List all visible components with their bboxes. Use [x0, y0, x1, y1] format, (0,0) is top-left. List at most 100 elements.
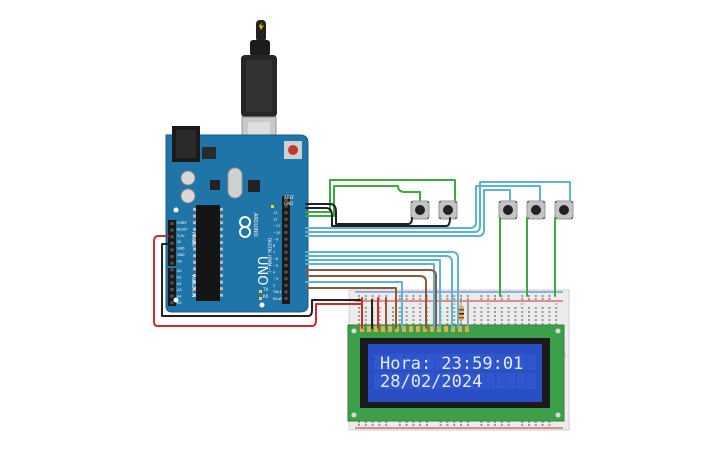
header-hole[interactable] [170, 288, 174, 291]
breadboard-hole[interactable] [446, 319, 449, 321]
breadboard-hole[interactable] [364, 323, 367, 325]
rail-hole[interactable] [439, 421, 442, 423]
header-hole[interactable] [170, 222, 174, 225]
rail-hole[interactable] [487, 295, 490, 297]
breadboard-hole[interactable] [500, 319, 503, 321]
wire-black-btn2-gnd[interactable] [305, 207, 451, 227]
header-hole[interactable] [170, 241, 174, 245]
breadboard-hole[interactable] [555, 311, 558, 313]
header-hole[interactable] [170, 235, 174, 239]
header-hole[interactable] [284, 211, 288, 215]
breadboard-hole[interactable] [507, 315, 510, 317]
rail-hole[interactable] [460, 298, 462, 300]
breadboard-hole[interactable] [473, 323, 476, 325]
rail-hole[interactable] [480, 295, 483, 297]
rail-hole[interactable] [521, 424, 524, 426]
breadboard-hole[interactable] [392, 311, 394, 313]
breadboard-hole[interactable] [528, 307, 530, 309]
push-button-cap[interactable] [415, 205, 425, 215]
breadboard-hole[interactable] [405, 315, 408, 317]
rail-hole[interactable] [364, 298, 367, 300]
breadboard-hole[interactable] [541, 315, 544, 317]
breadboard-hole[interactable] [500, 307, 503, 309]
breadboard-hole[interactable] [405, 307, 408, 309]
rail-hole[interactable] [466, 298, 469, 300]
rail-hole[interactable] [398, 421, 401, 423]
breadboard-hole[interactable] [446, 323, 449, 325]
breadboard-hole[interactable] [480, 311, 483, 313]
lcd-pin[interactable] [374, 326, 378, 332]
rail-hole[interactable] [412, 295, 415, 297]
wire-cyan-lcd-d4[interactable] [305, 263, 435, 329]
wire-brown-lcd-en[interactable] [305, 269, 437, 329]
header-hole[interactable] [284, 224, 288, 228]
push-button-4[interactable] [526, 200, 546, 220]
breadboard-hole[interactable] [453, 323, 456, 325]
rail-hole[interactable] [487, 424, 490, 426]
breadboard-hole[interactable] [405, 319, 408, 321]
rail-hole[interactable] [412, 421, 415, 423]
rail-hole[interactable] [480, 421, 483, 423]
breadboard-hole[interactable] [473, 319, 476, 321]
wire-cyan-lcd-d7[interactable] [305, 251, 459, 329]
breadboard-hole[interactable] [494, 319, 496, 321]
push-button-cap[interactable] [531, 205, 541, 215]
breadboard-hole[interactable] [494, 307, 496, 309]
breadboard-hole[interactable] [419, 307, 422, 309]
breadboard-hole[interactable] [480, 307, 483, 309]
rail-hole[interactable] [460, 424, 462, 426]
breadboard-hole[interactable] [507, 307, 510, 309]
breadboard-hole[interactable] [521, 319, 524, 321]
rail-hole[interactable] [364, 424, 367, 426]
breadboard-hole[interactable] [548, 323, 551, 325]
rail-hole[interactable] [460, 295, 462, 297]
rail-hole[interactable] [500, 298, 503, 300]
breadboard-hole[interactable] [480, 315, 483, 317]
rail-hole[interactable] [548, 298, 551, 300]
breadboard-hole[interactable] [364, 319, 367, 321]
breadboard-hole[interactable] [378, 311, 381, 313]
rail-hole[interactable] [378, 424, 381, 426]
breadboard-hole[interactable] [358, 323, 360, 325]
breadboard-hole[interactable] [473, 311, 476, 313]
header-hole[interactable] [284, 290, 288, 294]
breadboard-hole[interactable] [378, 315, 381, 317]
breadboard-hole[interactable] [528, 323, 530, 325]
lcd-pin[interactable] [451, 326, 455, 332]
rail-hole[interactable] [358, 295, 360, 297]
breadboard-hole[interactable] [500, 311, 503, 313]
header-hole[interactable] [284, 198, 288, 201]
header-hole[interactable] [284, 250, 288, 254]
wire-cyan-lcd-d6[interactable] [305, 255, 453, 329]
lcd-pin[interactable] [423, 326, 427, 332]
header-hole[interactable] [170, 274, 174, 278]
rail-hole[interactable] [371, 424, 374, 426]
breadboard-hole[interactable] [453, 319, 456, 321]
push-button-cap[interactable] [503, 205, 513, 215]
breadboard-hole[interactable] [521, 323, 524, 325]
header-hole[interactable] [170, 294, 174, 298]
header-hole[interactable] [170, 281, 174, 285]
breadboard-hole[interactable] [358, 311, 360, 313]
header-hole[interactable] [170, 261, 174, 265]
rail-hole[interactable] [412, 424, 415, 426]
breadboard-hole[interactable] [446, 315, 449, 317]
breadboard-hole[interactable] [446, 311, 449, 313]
breadboard-hole[interactable] [453, 307, 456, 309]
lcd-pin[interactable] [381, 326, 385, 332]
breadboard-hole[interactable] [494, 323, 496, 325]
wire-cyan-btn3[interactable] [305, 189, 511, 237]
rail-hole[interactable] [419, 421, 422, 423]
breadboard-hole[interactable] [487, 307, 490, 309]
breadboard-hole[interactable] [534, 323, 537, 325]
rail-hole[interactable] [364, 295, 367, 297]
breadboard-hole[interactable] [500, 323, 503, 325]
rail-hole[interactable] [466, 421, 469, 423]
rail-hole[interactable] [405, 295, 408, 297]
rail-hole[interactable] [460, 421, 462, 423]
rail-hole[interactable] [453, 295, 456, 297]
breadboard-hole[interactable] [378, 319, 381, 321]
wire-black-gnd[interactable] [161, 243, 361, 317]
wire-cyan-lcd-d5[interactable] [305, 259, 441, 329]
rail-hole[interactable] [419, 295, 422, 297]
